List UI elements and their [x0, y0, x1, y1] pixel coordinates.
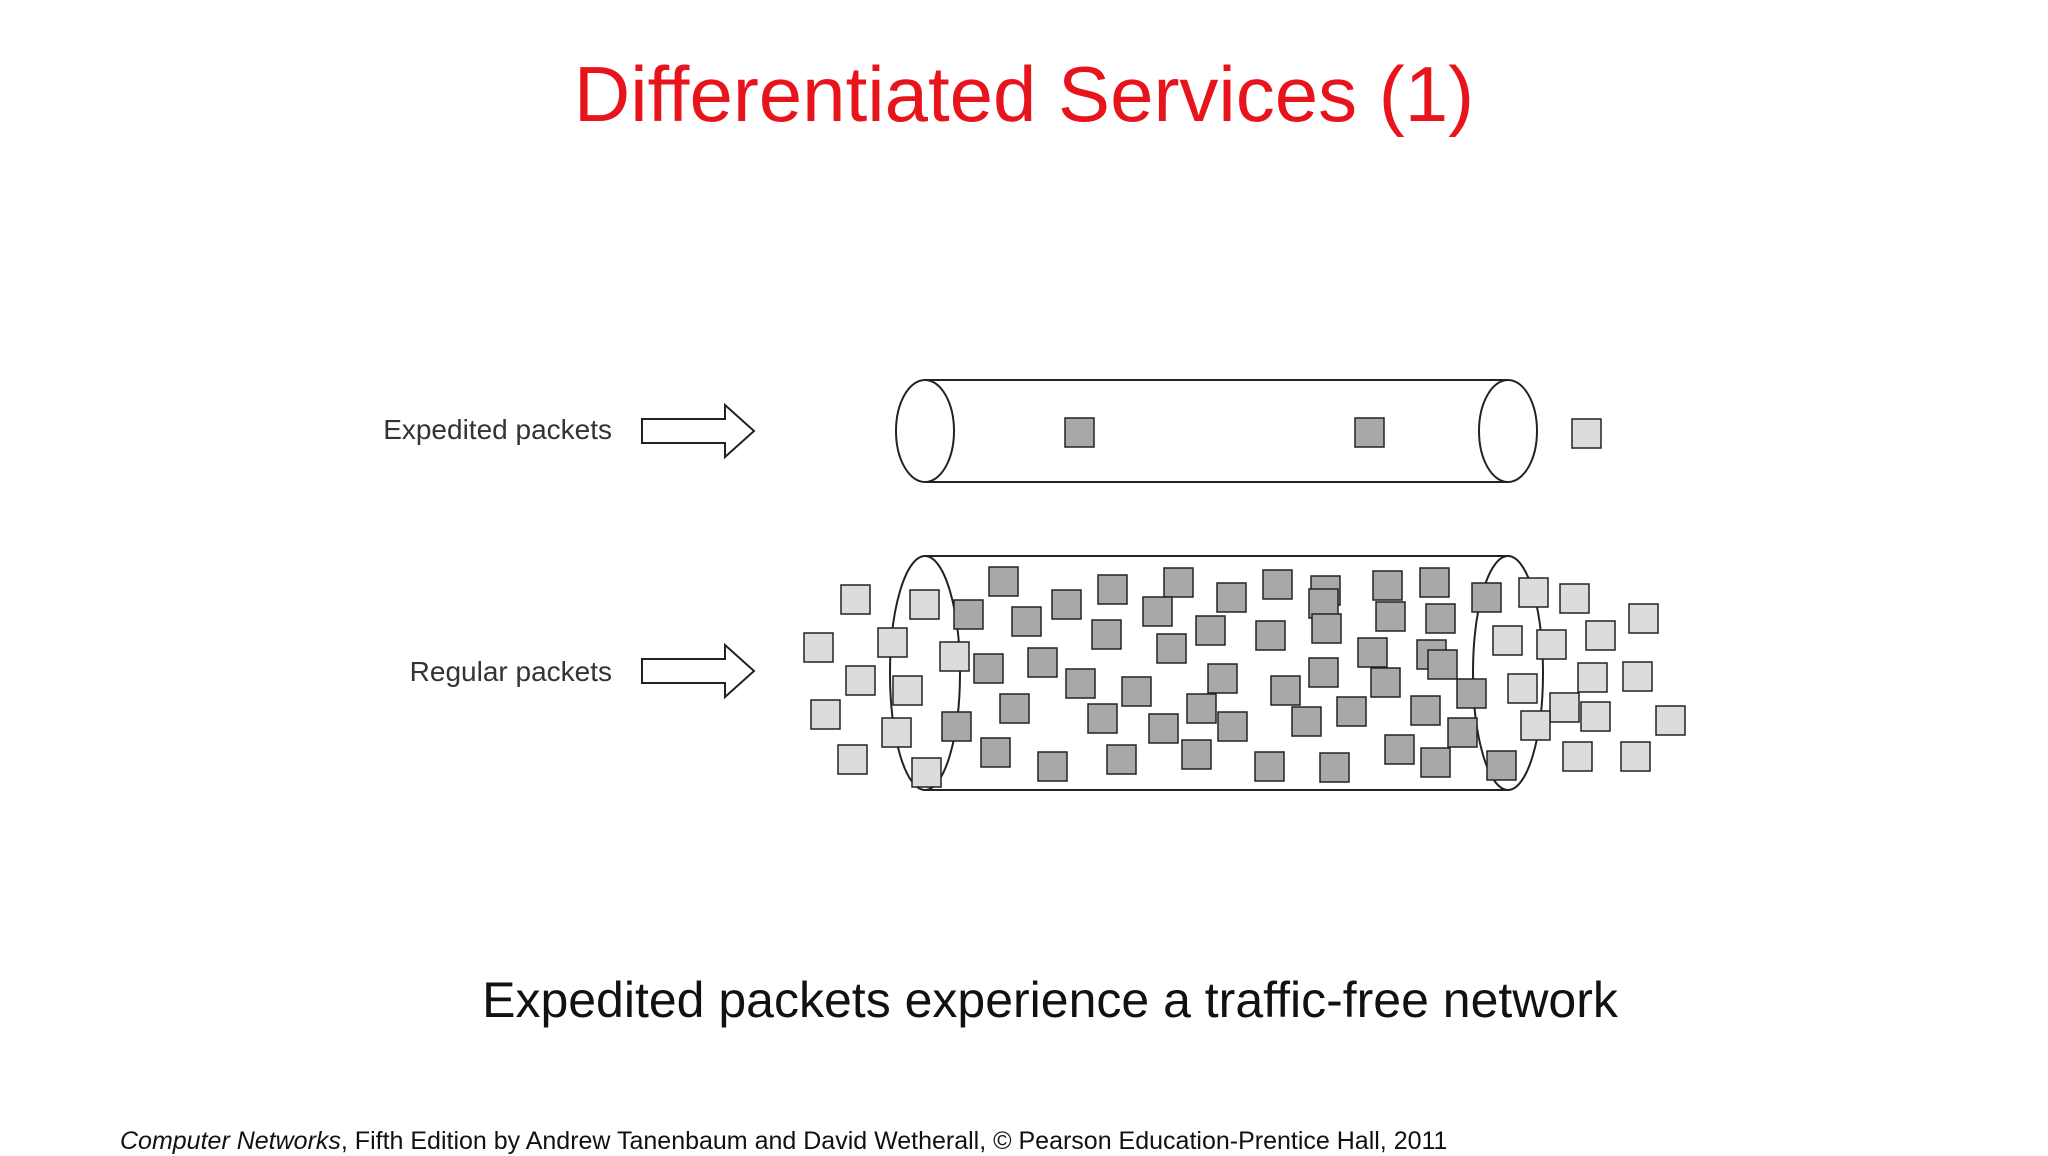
regular-packet — [881, 717, 912, 748]
regular-packet — [1580, 701, 1611, 732]
regular-packet — [1585, 620, 1616, 651]
regular-packet — [1051, 589, 1082, 620]
regular-packet — [837, 744, 868, 775]
regular-packet — [1262, 569, 1293, 600]
regular-packet — [909, 589, 940, 620]
regular-packet — [1536, 629, 1567, 660]
regular-packet — [1254, 751, 1285, 782]
regular-packet — [1156, 633, 1187, 664]
regular-packet — [1628, 603, 1659, 634]
regular-packet — [953, 599, 984, 630]
regular-packet — [840, 584, 871, 615]
regular-packet — [988, 566, 1019, 597]
regular-packet — [1372, 570, 1403, 601]
regular-packet — [1163, 567, 1194, 598]
expedited-packet — [1571, 418, 1602, 449]
regular-packet — [1427, 649, 1458, 680]
regular-packet — [1357, 637, 1388, 668]
regular-packet — [1195, 615, 1226, 646]
expedited-label: Expedited packets — [383, 414, 612, 445]
regular-packet — [1121, 676, 1152, 707]
regular-packet — [1620, 741, 1651, 772]
regular-packet — [1410, 695, 1441, 726]
regular-packet — [1655, 705, 1686, 736]
regular-packet — [1148, 713, 1179, 744]
regular-packet — [999, 693, 1030, 724]
regular-packet — [1291, 706, 1322, 737]
regular-packet — [1065, 668, 1096, 699]
regular-packet — [911, 757, 942, 788]
regular-packet — [1207, 663, 1238, 694]
regular-packet — [1447, 717, 1478, 748]
regular-arrow-icon — [641, 642, 756, 700]
regular-packet — [1106, 744, 1137, 775]
regular-packet — [1456, 678, 1487, 709]
regular-packet — [1419, 567, 1450, 598]
slide-title: Differentiated Services (1) — [573, 50, 1475, 138]
regular-packet — [1216, 582, 1247, 613]
footer-citation: Computer Networks, Fifth Edition by Andr… — [120, 1126, 1447, 1156]
regular-packet — [892, 675, 923, 706]
regular-packet — [1217, 711, 1248, 742]
footer-book-title: Computer Networks — [120, 1127, 341, 1155]
regular-label: Regular packets — [410, 656, 612, 687]
regular-packet — [845, 665, 876, 696]
regular-packet — [1486, 750, 1517, 781]
regular-packet — [1311, 613, 1342, 644]
regular-packet — [1375, 601, 1406, 632]
regular-packet — [1492, 625, 1523, 656]
regular-packet — [810, 699, 841, 730]
regular-packet — [1562, 741, 1593, 772]
regular-packet — [1142, 596, 1173, 627]
regular-packet — [1577, 662, 1608, 693]
regular-packet — [1270, 675, 1301, 706]
expedited-arrow-icon — [641, 402, 756, 460]
regular-packet — [1622, 661, 1653, 692]
regular-packet — [1471, 582, 1502, 613]
regular-packet — [877, 627, 908, 658]
regular-packet — [1507, 673, 1538, 704]
regular-packet — [1319, 752, 1350, 783]
regular-packet — [980, 737, 1011, 768]
regular-packet — [973, 653, 1004, 684]
regular-packet — [1097, 574, 1128, 605]
regular-packet — [1425, 603, 1456, 634]
regular-packet — [1181, 739, 1212, 770]
regular-packet — [1186, 693, 1217, 724]
regular-packet — [1011, 606, 1042, 637]
packets — [803, 417, 1686, 788]
regular-packet — [1091, 619, 1122, 650]
regular-packet — [1518, 577, 1549, 608]
footer-citation-text: , Fifth Edition by Andrew Tanenbaum and … — [340, 1127, 1448, 1155]
regular-packet — [1520, 710, 1551, 741]
regular-packet — [1087, 703, 1118, 734]
expedited-packet — [1064, 417, 1095, 448]
regular-packet — [1037, 751, 1068, 782]
regular-packet — [1384, 734, 1415, 765]
regular-packet — [1370, 667, 1401, 698]
regular-packet — [941, 711, 972, 742]
regular-packet — [1336, 696, 1367, 727]
regular-packet — [939, 641, 970, 672]
regular-packet — [1420, 747, 1451, 778]
regular-packet — [1559, 583, 1590, 614]
caption: Expedited packets experience a traffic-f… — [482, 972, 1618, 1028]
regular-packet — [1027, 647, 1058, 678]
expedited-packet — [1354, 417, 1385, 448]
regular-packet — [1308, 657, 1339, 688]
regular-packet — [1549, 692, 1580, 723]
regular-packet — [1255, 620, 1286, 651]
regular-packet — [803, 632, 834, 663]
expedited-pipe — [895, 379, 1538, 483]
